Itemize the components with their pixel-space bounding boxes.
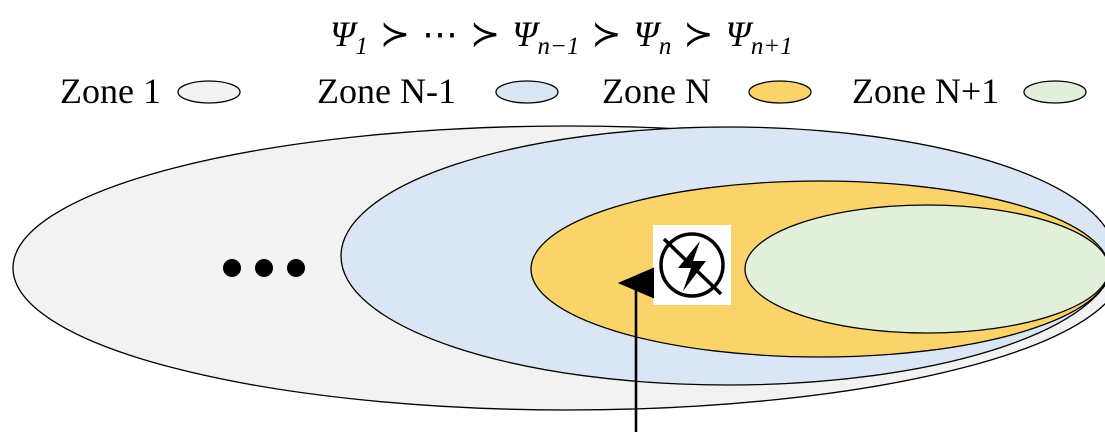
legend-swatch-zone-n (748, 80, 812, 104)
legend-label-zone-n-1: Zone N-1 (317, 71, 456, 111)
psi-term-4: Ψ (726, 14, 755, 54)
psi-sub-1: 1 (355, 33, 368, 60)
legend-label-zone-n-plus-1: Zone N+1 (852, 71, 999, 111)
succ-symbol-3: ≻ (591, 14, 621, 54)
legend-label-zone-1: Zone 1 (60, 71, 161, 111)
zone-n-plus-1-ellipse (744, 204, 1105, 334)
ellipsis: ⋯ (422, 14, 458, 54)
legend-swatch-zone-1 (177, 80, 241, 104)
legend-swatch-zone-n-1 (495, 80, 559, 104)
psi-sub-2: n−1 (537, 33, 579, 60)
succ-symbol-2: ≻ (470, 14, 500, 54)
psi-sub-3: n (659, 33, 672, 60)
psi-term-3: Ψ (634, 14, 663, 54)
succ-symbol-1: ≻ (380, 14, 410, 54)
dot (223, 259, 241, 277)
no-power-lightning-icon (653, 225, 731, 305)
dot (255, 259, 273, 277)
legend-swatch-zone-n-plus-1 (1023, 80, 1087, 104)
psi-term-1: Ψ (330, 14, 359, 54)
dot (287, 259, 305, 277)
legend: Zone 1 Zone N-1 Zone N Zone N+1 (60, 71, 1087, 111)
psi-term-2: Ψ (512, 14, 541, 54)
psi-sub-4: n+1 (751, 33, 793, 60)
nested-zones (12, 125, 1105, 411)
legend-label-zone-n: Zone N (602, 71, 711, 111)
succ-symbol-4: ≻ (683, 14, 713, 54)
ellipsis-dots (223, 259, 305, 277)
ordering-formula: Ψ1≻⋯≻Ψn−1≻Ψn≻Ψn+1 (330, 14, 793, 60)
